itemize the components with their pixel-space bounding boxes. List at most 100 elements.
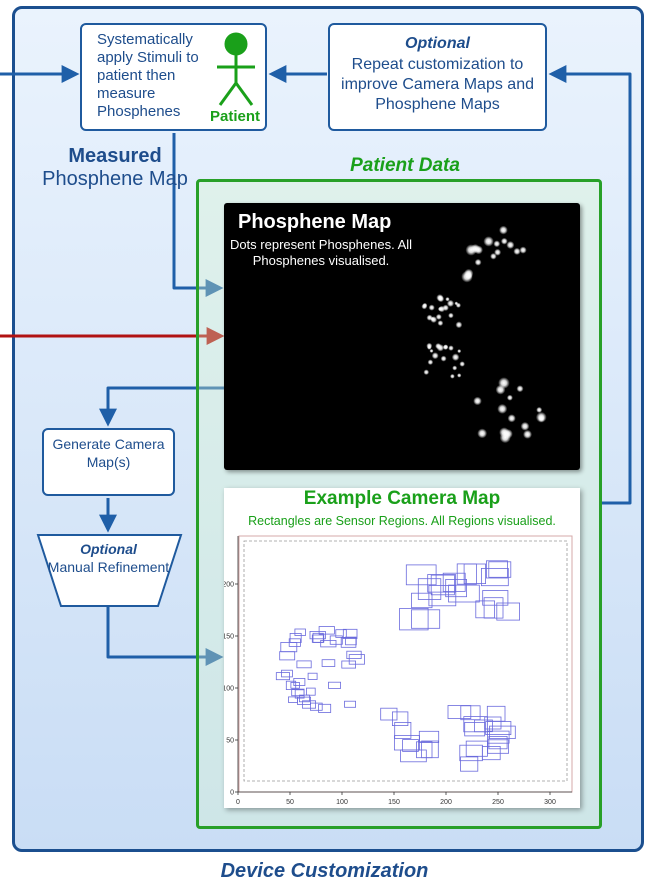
phosphene-dot — [427, 359, 434, 365]
phosphene-dot — [428, 304, 435, 311]
phosphene-dot — [473, 396, 482, 406]
sensor-region-rect — [496, 602, 520, 621]
x-tick-label: 150 — [388, 799, 400, 806]
sensor-region-rect — [380, 707, 398, 721]
optional-repeat-box: Optional Repeat customization to improve… — [328, 23, 547, 131]
sensor-region-rect — [405, 564, 437, 586]
phosphene-dot — [523, 429, 532, 439]
sensor-region-rect — [410, 609, 441, 629]
phosphene-dot — [506, 394, 513, 401]
manual-refinement-shape — [36, 534, 183, 607]
sensor-region-rect — [488, 561, 512, 578]
phosphene-dot — [451, 353, 460, 361]
y-tick-label: 150 — [224, 634, 234, 641]
patient-data-title: Patient Data — [350, 155, 460, 176]
plot-area — [238, 535, 573, 793]
sensor-region-rect — [348, 654, 365, 665]
x-tick-label: 100 — [336, 799, 348, 806]
phosphene-dot — [452, 365, 458, 371]
phosphene-dot — [500, 237, 508, 245]
sensor-region-rect — [318, 703, 332, 713]
phosphene-dot — [520, 421, 530, 431]
sensor-region-rect — [293, 677, 306, 686]
sensor-region-rect — [487, 739, 510, 754]
phosphene-dot — [457, 373, 462, 378]
phosphene-dot — [507, 414, 516, 423]
phosphene-map-subtitle: Dots represent Phosphenes. All Phosphene… — [229, 237, 413, 268]
sensor-region-rect — [447, 705, 472, 720]
sensor-region-rect — [309, 631, 326, 640]
phosphene-dot — [442, 344, 449, 350]
sensor-region-rect — [310, 702, 323, 711]
sensor-region-rect — [488, 735, 508, 750]
phosphene-dot — [457, 349, 462, 354]
sensor-region-rect — [418, 730, 440, 744]
sensor-region-rect — [306, 687, 316, 696]
phosphene-dot — [435, 313, 442, 320]
sensor-region-rect — [394, 721, 412, 739]
sensor-region-rect — [289, 633, 302, 643]
sensor-region-rect — [417, 578, 442, 600]
phosphene-dot — [421, 303, 428, 310]
sensor-region-rect — [320, 640, 337, 648]
sensor-region-rect — [321, 659, 336, 667]
phosphene-dot — [538, 415, 545, 423]
y-tick-label: 200 — [224, 582, 234, 589]
measured-bold: Measured — [68, 145, 162, 167]
sensor-region-rect — [345, 636, 357, 646]
sensor-region-rect — [281, 669, 293, 678]
sensor-region-rect — [329, 635, 343, 645]
sensor-region-rect — [294, 628, 306, 636]
phosphene-dot — [519, 246, 527, 254]
x-tick-label: 50 — [286, 799, 294, 806]
sensor-region-rect — [448, 584, 480, 603]
phosphene-dot — [474, 258, 482, 266]
camera-map-title: Example Camera Map — [303, 488, 501, 509]
phosphene-dot — [440, 355, 447, 362]
sensor-region-rect — [288, 696, 298, 703]
y-tick-label: 50 — [226, 738, 234, 745]
phosphene-dot — [454, 301, 459, 306]
optional-repeat-text: Repeat customization to improve Camera M… — [341, 56, 534, 113]
sensor-region-rect — [487, 730, 510, 744]
plot-frame — [243, 540, 568, 782]
sensor-region-rect — [486, 705, 506, 722]
device-customization-label: Device Customization — [220, 860, 429, 882]
phosphene-dot — [536, 406, 543, 413]
phosphene-dot — [499, 427, 510, 438]
sensor-region-rect — [296, 660, 312, 669]
sensor-region-rect — [480, 568, 509, 587]
measured-phosphene-map-label: Measured Phosphene Map — [40, 145, 190, 191]
sensor-region-rect — [460, 756, 479, 772]
arrow-stimuli-to-phosphene-map — [172, 133, 224, 297]
sensor-region-rect — [400, 749, 427, 763]
phosphene-dot — [513, 247, 521, 255]
phosphene-dot — [465, 272, 473, 280]
phosphene-dot — [499, 225, 508, 235]
phosphene-dot — [423, 369, 430, 375]
generate-camera-maps-box: Generate Camera Map(s) — [42, 428, 175, 496]
sensor-region-rect — [456, 563, 477, 585]
phosphene-dot — [429, 348, 434, 353]
phosphene-dot — [437, 295, 445, 303]
sensor-region-rect — [328, 681, 342, 689]
sensor-region-rect — [482, 590, 509, 606]
phosphene-dot — [426, 314, 433, 321]
manual-refinement-text: Optional Manual Refinement — [36, 540, 181, 576]
generate-text: Generate Camera Map(s) — [52, 436, 165, 470]
optional-repeat-title: Optional — [405, 35, 470, 52]
arrow-patient-data-to-optional — [548, 65, 632, 505]
sensor-region-rect — [421, 740, 439, 759]
patient-label: Patient — [209, 108, 260, 125]
sensor-region-rect — [291, 688, 305, 697]
y-tick-label: 100 — [224, 686, 234, 693]
sensor-region-rect — [307, 672, 318, 680]
phosphene-dot — [483, 236, 494, 247]
measured-rest: Phosphene Map — [42, 168, 188, 190]
phosphene-dot — [427, 345, 432, 350]
camera-map-card: Example Camera Map Rectangles are Sensor… — [224, 488, 580, 808]
sensor-region-rect — [344, 700, 357, 708]
phosphene-dot — [437, 306, 443, 312]
